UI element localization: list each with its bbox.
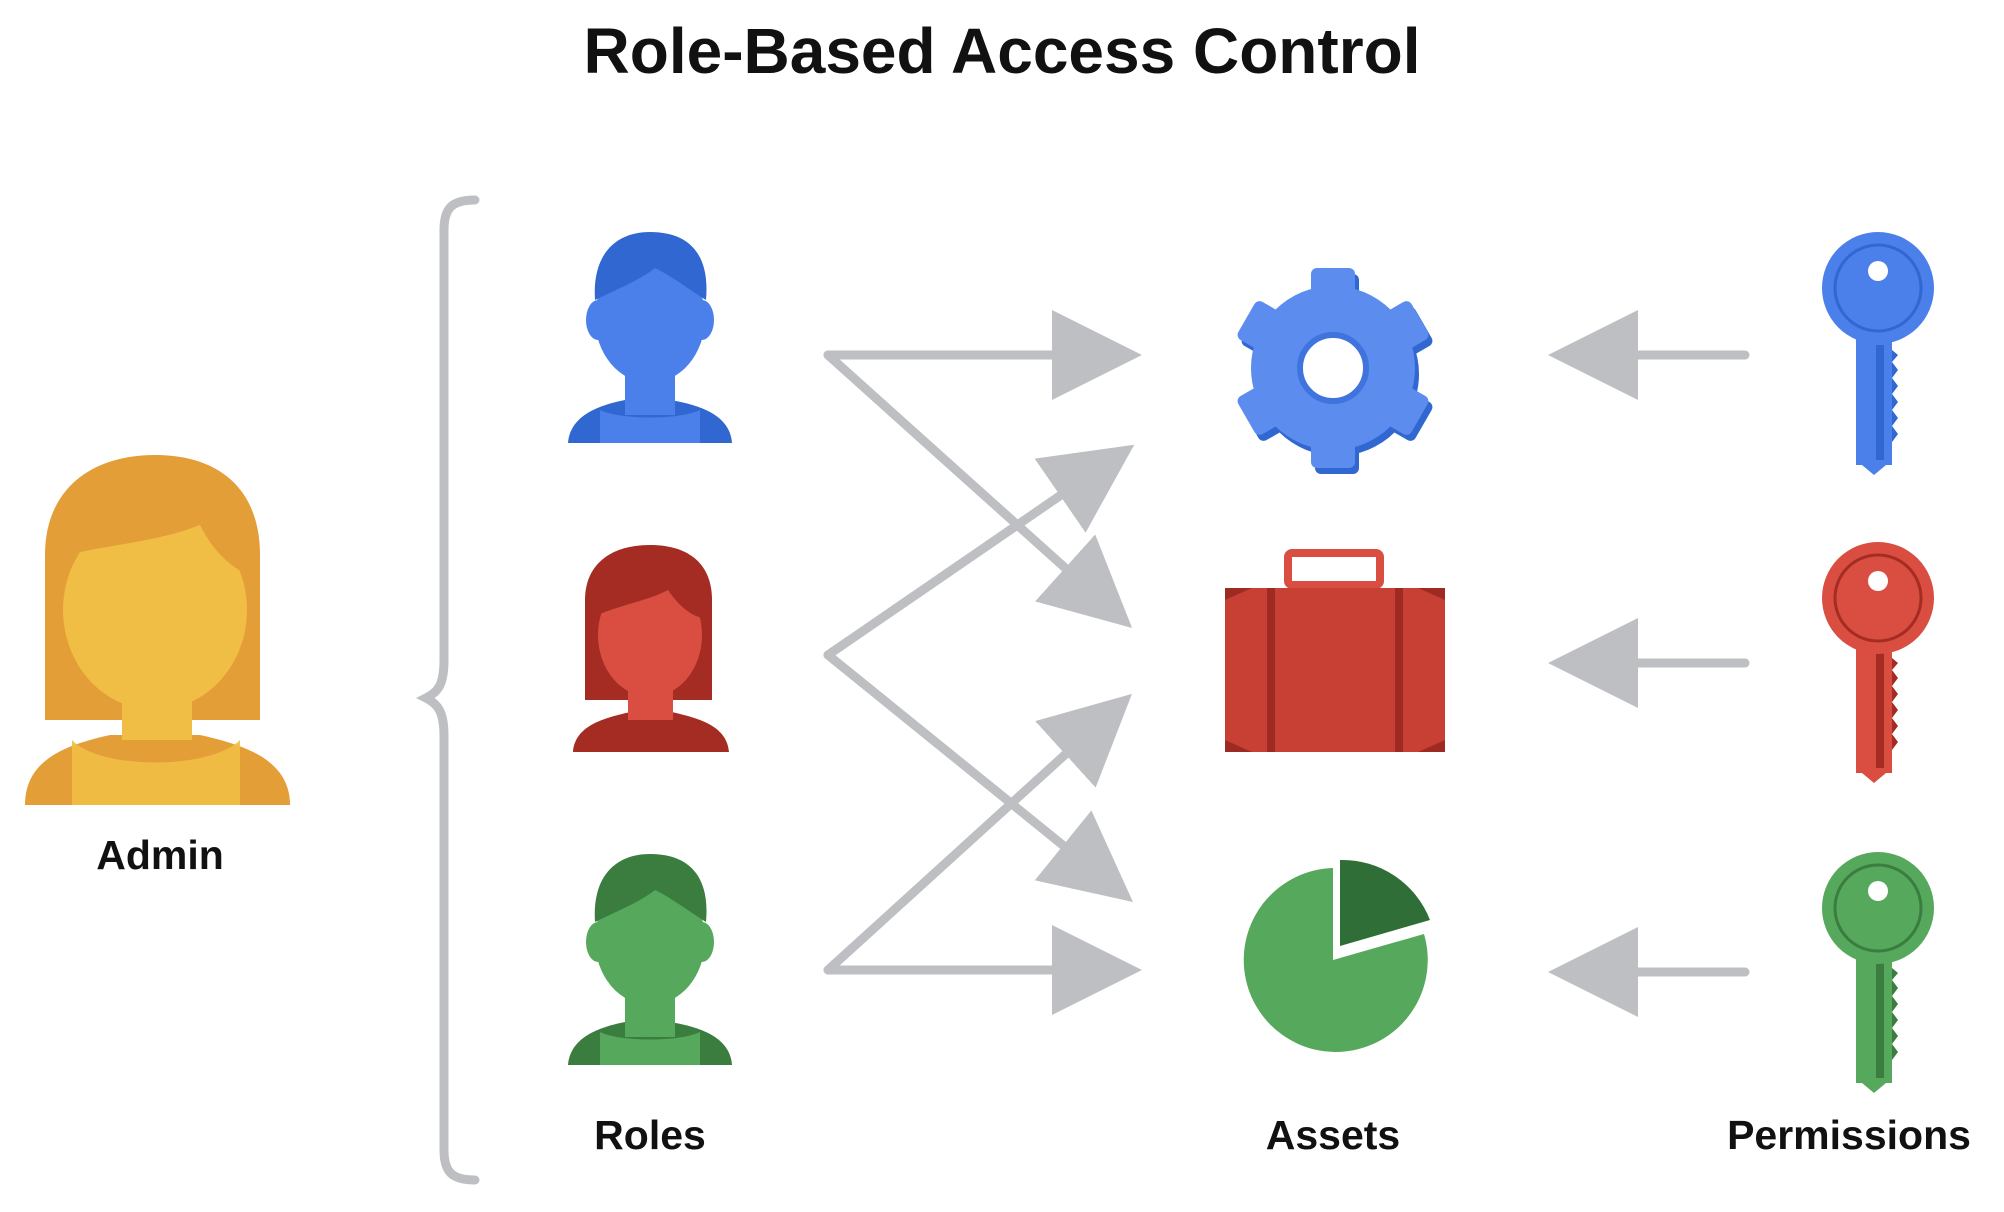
assets-label: Assets [1265, 1112, 1401, 1158]
permission-asset-arrows [1548, 310, 1750, 1017]
arrow-role1-briefcase [823, 350, 1133, 629]
gear-asset-icon [1237, 268, 1433, 474]
arrow-role2-gear [823, 444, 1135, 660]
diagram-title: Role-Based Access Control [583, 15, 1421, 87]
key-red-icon [1822, 542, 1934, 783]
role-person-red-icon [573, 545, 729, 752]
key-blue-icon [1822, 232, 1934, 475]
key-green-icon [1822, 852, 1934, 1093]
admin-person-icon [25, 455, 290, 805]
role-person-green-icon [568, 854, 732, 1065]
role-person-blue-icon [568, 232, 732, 443]
role-asset-arrows [823, 310, 1142, 1015]
pie-chart-asset-icon [1243, 859, 1430, 1052]
arrow-role2-pie [823, 650, 1133, 902]
arrow-role3-briefcase [823, 693, 1132, 975]
roles-label: Roles [594, 1112, 706, 1158]
briefcase-asset-icon [1225, 549, 1445, 752]
permissions-label: Permissions [1727, 1112, 1971, 1158]
grouping-bracket [415, 195, 480, 1185]
admin-label: Admin [96, 832, 224, 878]
